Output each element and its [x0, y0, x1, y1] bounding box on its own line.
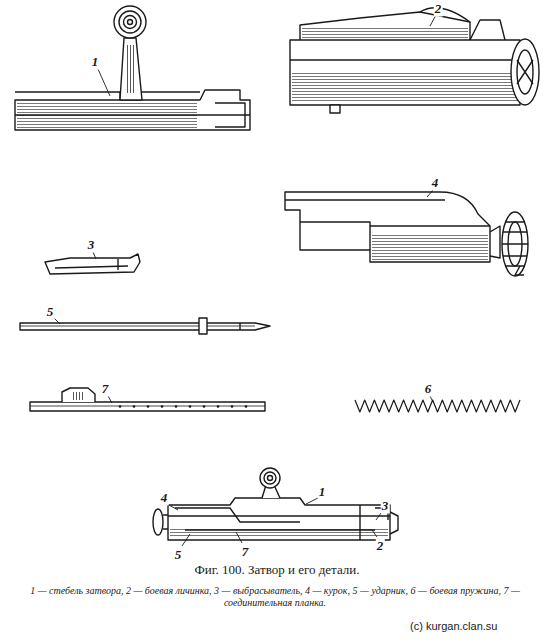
- bar-hole: [189, 405, 192, 408]
- callout-number: 2: [376, 539, 385, 554]
- callout-number: 3: [87, 238, 96, 253]
- callout-number: 7: [241, 545, 250, 560]
- bar-hole: [119, 405, 122, 408]
- figure-caption: Фиг. 100. Затвор и его детали.: [194, 563, 359, 578]
- bar-hole: [133, 405, 136, 408]
- bar-hole: [203, 405, 206, 408]
- callout-number: 1: [318, 485, 327, 500]
- bar-hole: [245, 405, 248, 408]
- cocking-piece: [285, 192, 528, 276]
- assembled-bolt: [153, 468, 398, 540]
- bar-hole: [231, 405, 234, 408]
- parts-legend-text: 1 — стебель затвора, 2 — боевая личинка,…: [30, 585, 520, 608]
- callout-number: 2: [434, 2, 443, 17]
- spring-coil: [355, 400, 520, 412]
- bolt-body: [15, 6, 250, 130]
- firing-pin: [20, 318, 270, 334]
- bolt-head: [290, 8, 539, 113]
- bar-hole: [147, 405, 150, 408]
- leader-lines: [54, 15, 436, 546]
- connecting-bar: [30, 388, 265, 411]
- mainspring: [355, 400, 520, 412]
- callout-number: 1: [91, 55, 100, 70]
- callout-number: 6: [424, 382, 433, 397]
- bar-hole: [161, 405, 164, 408]
- callout-number: 7: [101, 382, 110, 397]
- callout-number: 3: [381, 499, 390, 514]
- callout-number: 5: [46, 305, 55, 320]
- callout-number: 5: [174, 548, 183, 563]
- watermark: (c) kurgan.clan.su: [410, 620, 497, 633]
- bar-hole: [217, 405, 220, 408]
- bar-hole: [175, 405, 178, 408]
- callout-number: 4: [431, 176, 440, 191]
- callout-number: 4: [160, 491, 169, 506]
- extractor: [45, 254, 140, 274]
